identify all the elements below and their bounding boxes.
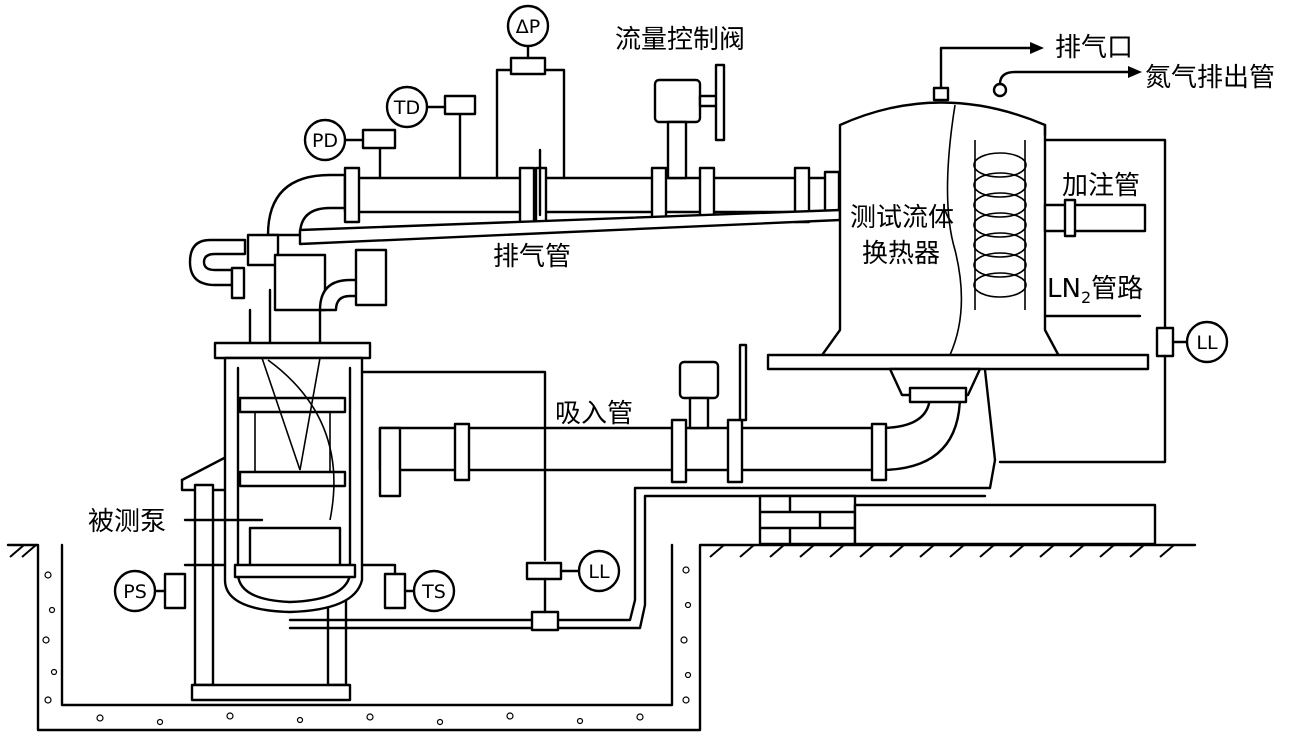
instrument-delta-p: ΔP (506, 4, 550, 48)
svg-text:PD: PD (312, 130, 338, 152)
label-heat-exchanger-line2: 换热器 (862, 239, 940, 269)
label-vent-port: 排气口 (1055, 33, 1133, 63)
ln2-coil (973, 140, 1027, 310)
instrument-ps: PS (113, 569, 157, 613)
svg-text:TD: TD (393, 97, 420, 119)
discharge-line (188, 166, 842, 312)
label-vent-pipe: 排气管 (493, 242, 571, 272)
concrete-texture (42, 566, 692, 726)
instrument-ll-bottom: LL (577, 549, 621, 593)
ts-sensor (360, 563, 417, 610)
support-blocks (758, 368, 1157, 546)
label-nitrogen-outlet: 氮气排出管 (1145, 63, 1275, 93)
label-heat-exchanger-line1: 测试流体 (850, 203, 954, 233)
svg-text:LL: LL (588, 561, 610, 583)
label-pump-under-test: 被测泵 (88, 507, 166, 537)
suction-line (360, 343, 968, 562)
label-suction-pipe: 吸入管 (555, 399, 633, 429)
pump-under-test (213, 288, 372, 614)
return-line (288, 458, 997, 632)
ps-sensor (153, 563, 227, 610)
svg-text:LL: LL (1196, 332, 1218, 354)
ground-hatch (9, 544, 1175, 558)
svg-text:TS: TS (421, 581, 446, 603)
instrument-ts: TS (412, 569, 456, 613)
instrument-pd: PD (303, 118, 365, 162)
heat-exchanger (766, 42, 1150, 397)
instrument-lines (361, 44, 566, 217)
label-ln2-pipeline: LN2管路 (1047, 274, 1143, 307)
instrument-ll-right: LL (1185, 320, 1229, 364)
instrument-td: TD (385, 85, 447, 129)
ll-bottom-sensor (525, 561, 582, 614)
svg-text:PS: PS (123, 581, 147, 603)
label-fill-pipe: 加注管 (1062, 171, 1140, 201)
flow-control-valve (653, 63, 726, 180)
ll-right-line (998, 138, 1188, 464)
svg-text:ΔP: ΔP (516, 16, 540, 38)
label-flow-control-valve: 流量控制阀 (615, 25, 745, 55)
